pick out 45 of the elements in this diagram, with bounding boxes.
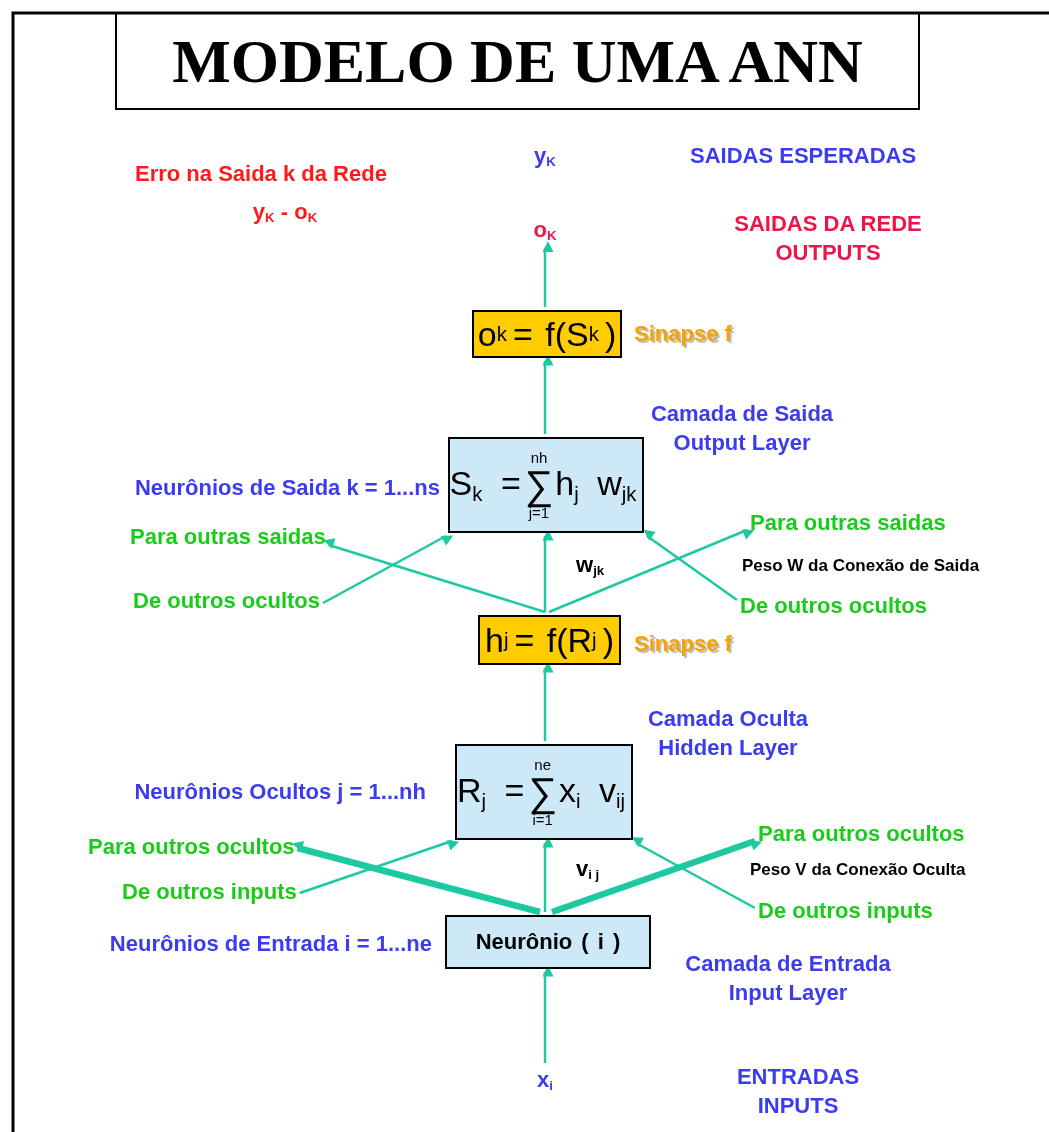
arrow <box>322 534 454 605</box>
formula-text: h$_{j}$ w$_{jk}$ <box>555 464 638 506</box>
formula-text: S$_{k}$ = <box>449 464 521 506</box>
title: MODELO DE UMA ANN <box>115 12 920 110</box>
arrow <box>292 840 541 916</box>
node-text: o$_{K}$ <box>533 216 557 245</box>
node-text: Para outros ocultos <box>758 820 965 849</box>
side-label: Neurônios de Saida k = 1...ns <box>134 474 440 502</box>
side-label: Neurônios de Entrada i = 1...ne <box>109 930 432 958</box>
note-text: Peso V da Conexão Oculta <box>750 859 966 881</box>
side-label: Sinapse f <box>634 320 732 348</box>
node-text: De outros inputs <box>758 897 933 926</box>
side-label: Neurônios Ocultos j = 1...nh <box>134 778 426 806</box>
side-label: Camada Oculta Hidden Layer <box>646 705 810 762</box>
formula-text: x$_{i}$ v$_{ij}$ <box>558 771 626 813</box>
node-text: Para outras saidas <box>750 509 946 538</box>
note-text: Peso W da Conexão de Saida <box>742 555 980 577</box>
formula-box <box>448 437 644 533</box>
node-text: Para outros ocultos <box>88 833 295 862</box>
limit-text: ne <box>534 757 551 772</box>
formula-box <box>455 744 633 840</box>
arrow <box>548 528 755 614</box>
formula-label: y$_{K}$ - o$_{K}$ <box>252 198 318 227</box>
node-text: x$_{i}$ <box>537 1066 553 1095</box>
formula-text: R$_{j}$ = <box>457 771 525 813</box>
arrow <box>643 529 738 601</box>
arrow <box>299 839 460 895</box>
arrow <box>323 538 546 614</box>
formula-box: Neurônio ( i ) <box>445 915 651 969</box>
limit-text: nh <box>530 450 548 465</box>
side-label: Camada de Entrada Input Layer <box>684 950 892 1007</box>
arrow <box>631 837 756 910</box>
node-text: De outros ocultos <box>133 587 320 616</box>
arrow <box>550 837 763 916</box>
side-label: Camada de Saida Output Layer <box>649 400 835 457</box>
node-text: De outros ocultos <box>740 592 927 621</box>
heading-label: SAIDAS DA REDE OUTPUTS <box>733 210 923 267</box>
heading-label: ENTRADAS INPUTS <box>735 1063 861 1120</box>
arrow <box>542 241 554 307</box>
side-label: Sinapse f <box>634 630 732 658</box>
heading-label: SAIDAS ESPERADAS <box>690 142 917 170</box>
error-label: Erro na Saida k da Rede <box>135 160 387 188</box>
node-text: De outros inputs <box>122 878 297 907</box>
node-text: Para outras saidas <box>130 523 326 552</box>
variable-label: y$_{K}$ <box>534 142 556 171</box>
